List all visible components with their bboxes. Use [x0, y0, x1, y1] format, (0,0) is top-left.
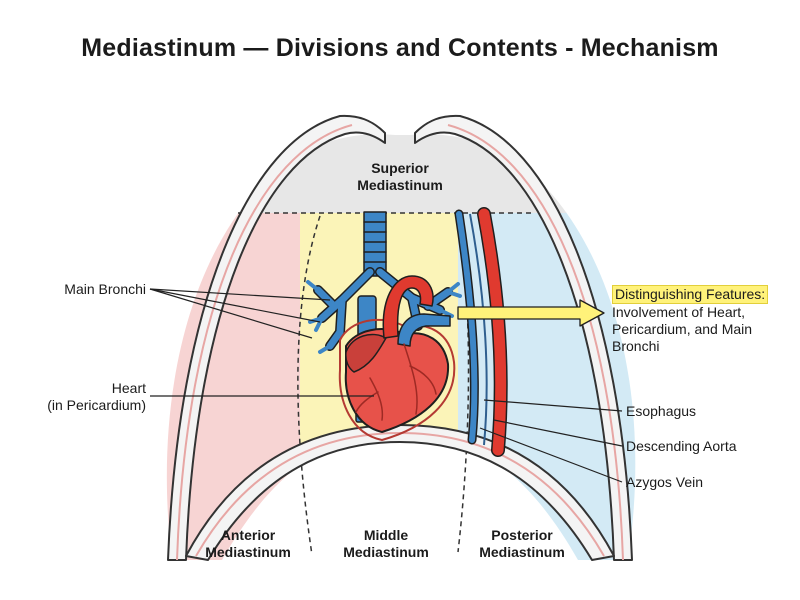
aortic-arch [382, 275, 434, 339]
heart-label-line-2: (in Pericardium) [47, 397, 146, 413]
feature-heading: Distinguishing Features: [612, 285, 769, 304]
anterior-mediastinum-label: Anterior Mediastinum [178, 527, 318, 561]
superior-mediastinum-label: Superior Mediastinum [300, 160, 500, 194]
trachea-bronchi [363, 211, 387, 277]
heart-label: Heart (in Pericardium) [20, 380, 146, 414]
superior-label-line-1: Superior [371, 160, 429, 176]
right-chest-wall [414, 114, 633, 561]
heart-label-line-1: Heart [111, 380, 146, 396]
descending-aorta-label: Descending Aorta [626, 438, 737, 454]
posterior-label-line-1: Posterior [491, 527, 553, 543]
middle-posterior-boundary [457, 215, 470, 553]
posterior-label-line-2: Mediastinum [479, 544, 565, 560]
feature-line-3: Bronchi [612, 338, 660, 354]
azygos-vein-label: Azygos Vein [626, 474, 704, 490]
anterior-label-line-1: Anterior [220, 527, 276, 543]
esophagus-label: Esophagus [626, 403, 697, 419]
right-wall-inner-line [447, 124, 624, 561]
anterior-middle-boundary [297, 215, 321, 556]
main-bronchi-label: Main Bronchi [64, 281, 146, 297]
anterior-label-line-2: Mediastinum [205, 544, 291, 560]
middle-mediastinum-label: Middle Mediastinum [316, 527, 456, 561]
diagram-title: Mediastinum — Divisions and Contents - M… [81, 34, 719, 62]
middle-label-line-2: Mediastinum [343, 544, 429, 560]
coronary-vessels [355, 343, 437, 421]
pulmonary-trunk [397, 313, 451, 347]
left-wall-inner-line [176, 124, 353, 561]
feature-line-2: Pericardium, and Main [612, 321, 753, 337]
middle-label-line-1: Middle [363, 527, 409, 543]
azygos-vein-fill [456, 211, 478, 443]
feature-arrow [457, 299, 605, 327]
esophagus [469, 213, 488, 446]
right-atrium [345, 333, 387, 373]
posterior-mediastinum-label: Posterior Mediastinum [452, 527, 592, 561]
leader-lines [149, 288, 623, 483]
distinguishing-features-callout: Distinguishing Features: Involvement of … [612, 285, 769, 355]
left-chest-wall [167, 114, 386, 561]
feature-line-1: Involvement of Heart, [612, 304, 746, 320]
heart [338, 275, 456, 441]
superior-label-line-2: Mediastinum [357, 177, 443, 193]
descending-aorta-fill [478, 208, 507, 456]
